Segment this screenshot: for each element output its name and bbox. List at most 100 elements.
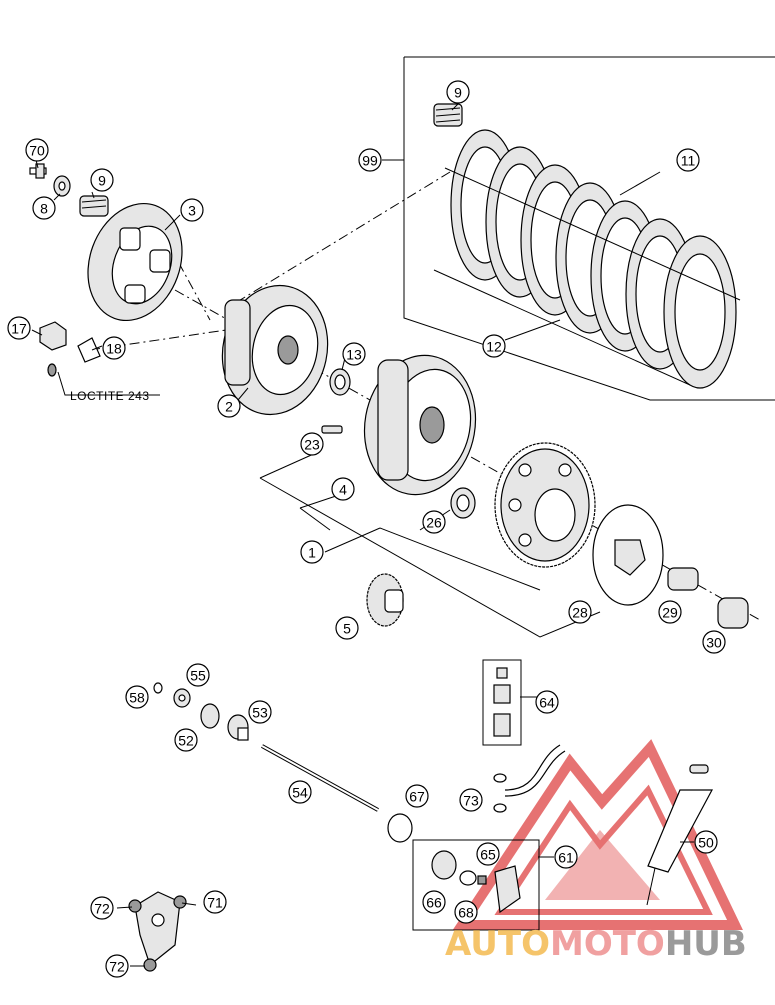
callout-label: 67 (409, 789, 425, 805)
bushing-30 (717, 597, 749, 629)
callout-circle (203, 890, 227, 914)
callout-66: 66 (422, 890, 446, 914)
callout-54: 54 (288, 780, 312, 804)
callout-circle (342, 342, 366, 366)
callout-label: 68 (458, 905, 474, 921)
callout-4: 4 (331, 477, 355, 501)
callout-circle (7, 316, 31, 340)
callout-circle (335, 616, 359, 640)
washer-8 (53, 175, 71, 197)
o-ring-67 (387, 813, 413, 843)
lever-bracket-71 (128, 891, 187, 972)
callout-circle (25, 138, 49, 162)
callout-9: 9 (90, 168, 114, 192)
callout-99: 99 (358, 148, 382, 172)
callout-label: 72 (109, 959, 125, 975)
callout-1: 1 (300, 540, 324, 564)
callout-18: 18 (102, 336, 126, 360)
callout-55: 55 (186, 663, 210, 687)
clutch-hub-2 (221, 284, 329, 416)
callout-8: 8 (32, 196, 56, 220)
bushing-26 (450, 487, 476, 519)
loctite-note: LOCTITE 243 (70, 389, 150, 403)
callout-circle (535, 690, 559, 714)
watermark-text: AUTOMOTOHUB (445, 924, 747, 964)
damper-plate (592, 504, 664, 606)
ring-58 (153, 682, 163, 694)
callout-label: 55 (190, 668, 206, 684)
callout-circle (476, 842, 500, 866)
lock-washer-18 (77, 337, 101, 363)
callout-label: 2 (225, 399, 233, 415)
callout-label: 61 (558, 850, 574, 866)
callout-circle (482, 334, 506, 358)
callout-68: 68 (454, 900, 478, 924)
callout-circle (174, 728, 198, 752)
callout-12: 12 (482, 334, 506, 358)
callout-64: 64 (535, 690, 559, 714)
callout-70: 70 (25, 138, 49, 162)
callout-label: 8 (40, 201, 48, 217)
callout-circle (446, 80, 470, 104)
callout-circle (300, 432, 324, 456)
callout-label: 65 (480, 847, 496, 863)
callout-circle (554, 845, 578, 869)
callout-label: 3 (188, 203, 196, 219)
callout-circle (658, 600, 682, 624)
gear-5 (366, 573, 404, 627)
callout-label: 71 (207, 895, 223, 911)
hose-73 (493, 744, 566, 813)
callout-circle (568, 600, 592, 624)
callout-circle (90, 896, 114, 920)
callout-label: 53 (252, 705, 268, 721)
callout-label: 18 (106, 341, 122, 357)
callout-circle (180, 198, 204, 222)
callout-label: 9 (98, 173, 106, 189)
plates-box (403, 56, 775, 401)
callout-label: 5 (343, 621, 351, 637)
callout-73: 73 (459, 788, 483, 812)
callout-label: 64 (539, 695, 555, 711)
callout-61: 61 (554, 845, 578, 869)
callout-label: 66 (426, 895, 442, 911)
callout-30: 30 (702, 630, 726, 654)
callout-circle (358, 148, 382, 172)
callout-23: 23 (300, 432, 324, 456)
bearing-52 (200, 703, 220, 729)
syringe-50 (646, 764, 714, 906)
callout-circle (32, 196, 56, 220)
callout-label: 52 (178, 733, 194, 749)
callout-26: 26 (422, 510, 446, 534)
callout-label: 50 (698, 835, 714, 851)
callout-label: 30 (706, 635, 722, 651)
callout-53: 53 (248, 700, 272, 724)
callout-circle (702, 630, 726, 654)
watermark-part-1: AUTO (445, 924, 550, 964)
callout-5: 5 (335, 616, 359, 640)
callout-circle (422, 890, 446, 914)
callout-58: 58 (125, 685, 149, 709)
callout-label: 54 (292, 785, 308, 801)
clutch-plates-stack (450, 129, 737, 389)
callout-label: 28 (572, 605, 588, 621)
callout-label: 9 (454, 85, 462, 101)
callout-11: 11 (676, 148, 700, 172)
callout-circle (459, 788, 483, 812)
callout-label: 23 (304, 437, 320, 453)
callout-label: 11 (681, 153, 696, 169)
callout-71: 71 (203, 890, 227, 914)
callout-13: 13 (342, 342, 366, 366)
callout-circle (248, 700, 272, 724)
screw-23 (321, 425, 343, 434)
callout-28: 28 (568, 600, 592, 624)
washer-55 (173, 688, 191, 708)
watermark-part-3: HUB (665, 924, 747, 964)
clutch-basket-4 (363, 354, 477, 496)
plates-leader-lines (433, 167, 741, 386)
pressure-plate-3 (87, 202, 183, 322)
callout-circle (422, 510, 446, 534)
callout-label: 12 (486, 339, 502, 355)
callout-circle (405, 784, 429, 808)
